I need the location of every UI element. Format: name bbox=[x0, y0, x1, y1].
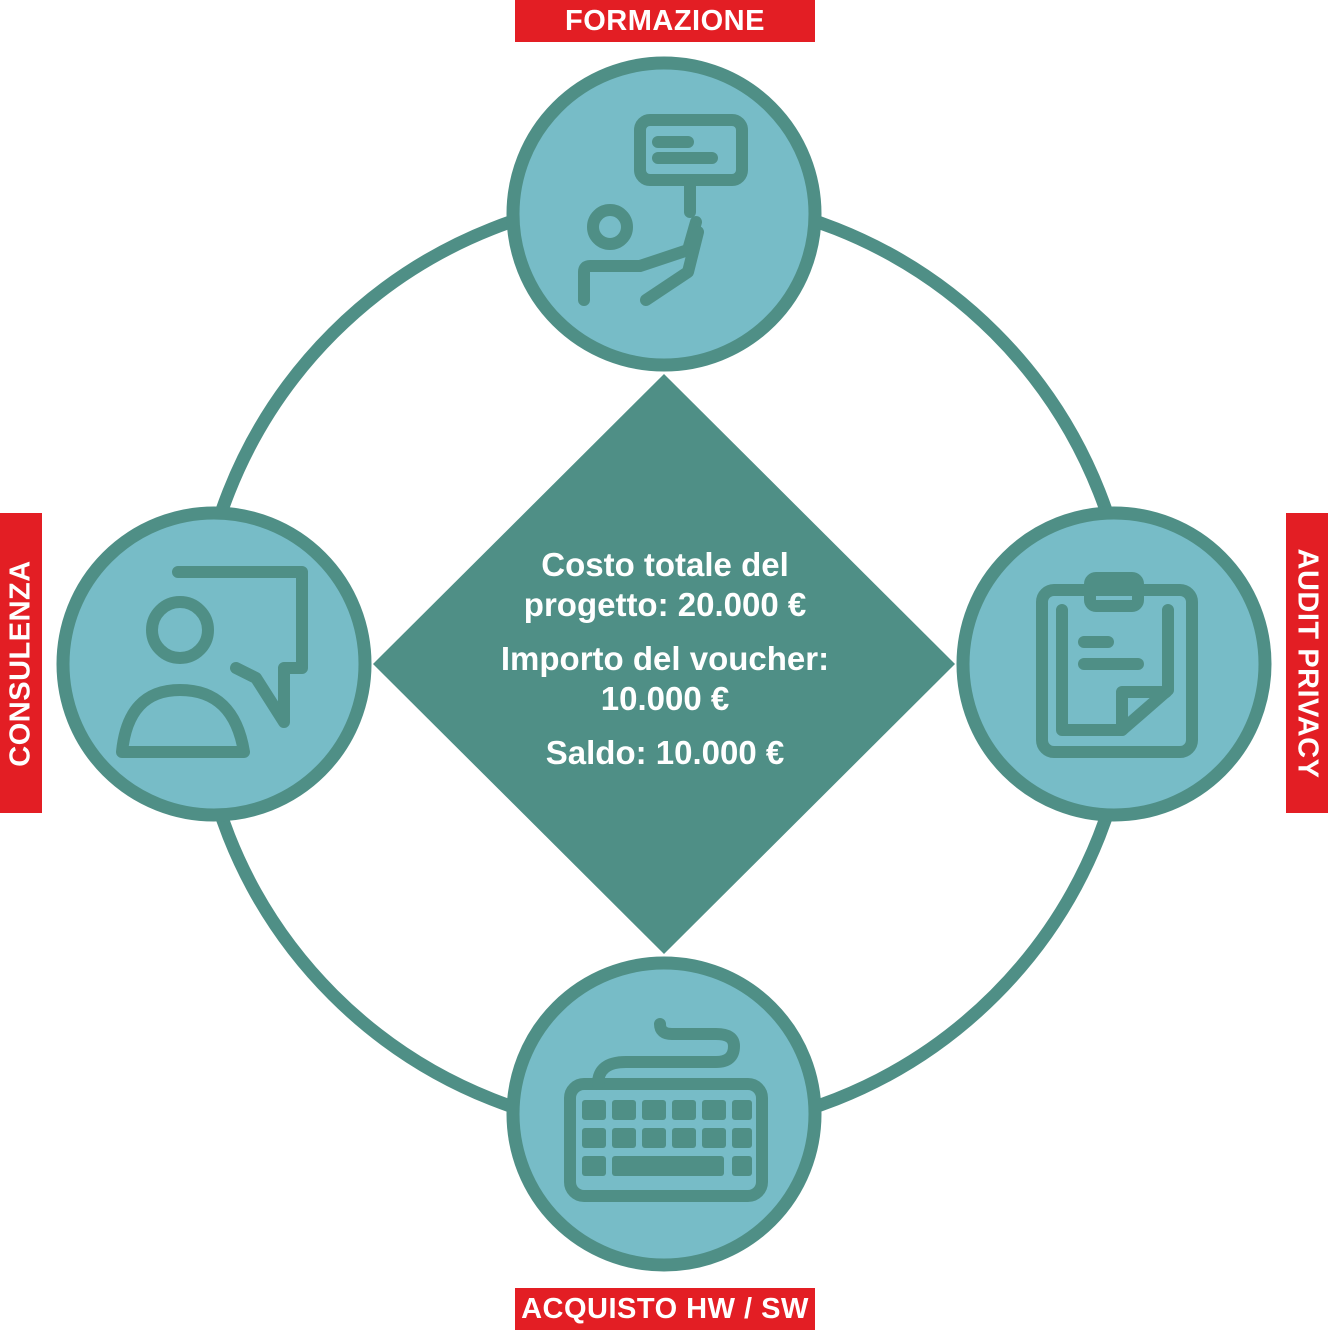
node-audit-privacy bbox=[956, 506, 1272, 822]
balance-line: Saldo: 10.000 € bbox=[545, 734, 785, 771]
total-cost-line-1: Costo totale del bbox=[541, 546, 789, 583]
voucher-line-2: 10.000 € bbox=[600, 680, 730, 717]
label-acquisto-text: ACQUISTO HW / SW bbox=[521, 1292, 809, 1325]
center-diamond bbox=[373, 374, 955, 954]
label-audit-text: AUDIT PRIVACY bbox=[1291, 548, 1324, 778]
keyboard-keys bbox=[582, 1100, 752, 1176]
presenter-icon bbox=[578, 114, 748, 306]
voucher-line-1: Importo del voucher: bbox=[500, 640, 830, 677]
center-summary: Costo totale del progetto: 20.000 € Impo… bbox=[440, 545, 890, 773]
total-cost-line-2: progetto: 20.000 € bbox=[523, 586, 807, 623]
label-formazione: FORMAZIONE bbox=[515, 0, 815, 42]
node-consulenza bbox=[56, 506, 372, 822]
consultant-icon bbox=[116, 566, 308, 758]
label-acquisto-hw-sw: ACQUISTO HW / SW bbox=[515, 1288, 815, 1330]
label-audit-privacy: AUDIT PRIVACY bbox=[1286, 513, 1328, 813]
label-consulenza: CONSULENZA bbox=[0, 513, 42, 813]
label-formazione-text: FORMAZIONE bbox=[565, 4, 765, 37]
node-acquisto-hw-sw bbox=[506, 956, 822, 1272]
clipboard-icon bbox=[1036, 572, 1198, 758]
node-formazione bbox=[506, 56, 822, 372]
label-consulenza-text: CONSULENZA bbox=[4, 559, 37, 767]
keyboard-icon bbox=[564, 1018, 768, 1202]
